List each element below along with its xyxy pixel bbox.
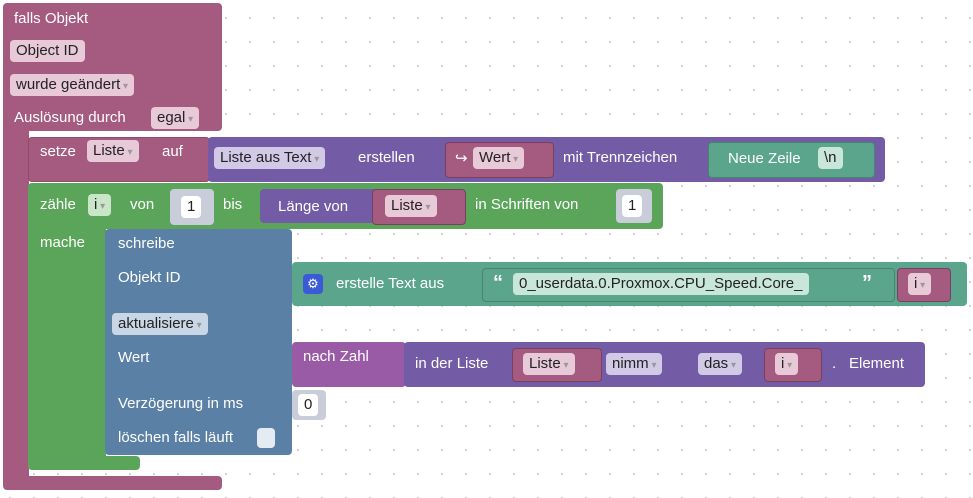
change-dropdown[interactable]: wurde geändert xyxy=(10,74,135,96)
where-dropdown[interactable]: das xyxy=(698,353,742,375)
event-spine xyxy=(3,125,29,485)
set-to-label: auf xyxy=(162,143,183,160)
newline-value[interactable]: \n xyxy=(818,147,843,169)
loop-spine xyxy=(28,225,106,465)
join-label: erstelle Text aus xyxy=(336,275,445,292)
get-item-label: in der Liste xyxy=(415,355,489,372)
write-id-label: Objekt ID xyxy=(118,269,181,286)
element-label: Element xyxy=(849,355,905,372)
delimiter-label: mit Trennzeichen xyxy=(563,149,678,166)
length-label: Länge von xyxy=(278,198,349,215)
dot-label: . xyxy=(832,355,837,372)
open-quote: “ xyxy=(493,272,503,294)
text-field[interactable]: 0_userdata.0.Proxmox.CPU_Speed.Core_ xyxy=(513,273,809,295)
step-number[interactable]: 1 xyxy=(622,195,643,217)
delay-label: Verzögerung in ms xyxy=(118,395,244,412)
delay-number[interactable]: 0 xyxy=(298,394,319,416)
clear-label: löschen falls läuft xyxy=(118,429,234,446)
step-label: in Schriften von xyxy=(475,196,579,213)
gear-icon[interactable]: ⚙ xyxy=(303,274,323,294)
write-mode-dropdown[interactable]: aktualisiere xyxy=(112,313,208,335)
from-label: von xyxy=(130,196,155,213)
to-number-label: nach Zahl xyxy=(303,348,369,365)
to-label: bis xyxy=(223,196,243,213)
loop-bottom xyxy=(28,456,140,470)
newline-block[interactable] xyxy=(708,142,875,178)
close-quote: ” xyxy=(862,272,872,294)
split-create-label: erstellen xyxy=(358,149,415,166)
write-label: schreibe xyxy=(118,235,175,252)
newline-label: Neue Zeile xyxy=(728,150,801,167)
arrow-icon: ↪ xyxy=(455,150,468,167)
clear-checkbox[interactable] xyxy=(257,428,275,448)
loop-label: zähle xyxy=(40,196,76,213)
split-mode-dropdown[interactable]: Liste aus Text xyxy=(214,147,326,169)
list-var-dropdown[interactable]: Liste xyxy=(523,353,575,375)
set-label: setze xyxy=(40,143,76,160)
loop-var-dropdown[interactable]: i xyxy=(88,194,112,216)
join-var-dropdown[interactable]: i xyxy=(908,273,932,295)
trigger-dropdown[interactable]: egal xyxy=(151,107,200,129)
do-label: mache xyxy=(40,234,86,251)
to-number-block[interactable] xyxy=(292,342,406,387)
from-number[interactable]: 1 xyxy=(181,196,202,218)
set-var-dropdown[interactable]: Liste xyxy=(87,140,139,162)
get-item-block[interactable] xyxy=(404,342,925,387)
length-var-dropdown[interactable]: Liste xyxy=(385,195,437,217)
write-block[interactable] xyxy=(105,229,292,455)
value-var-dropdown[interactable]: Wert xyxy=(473,147,525,169)
index-var-dropdown[interactable]: i xyxy=(775,353,799,375)
object-id-field[interactable]: Object ID xyxy=(10,40,85,62)
trigger-label: Auslösung durch xyxy=(14,109,126,126)
event-bottom xyxy=(3,476,222,490)
write-value-label: Wert xyxy=(118,349,150,366)
op-dropdown[interactable]: nimm xyxy=(606,353,663,375)
event-title: falls Objekt xyxy=(14,10,89,27)
